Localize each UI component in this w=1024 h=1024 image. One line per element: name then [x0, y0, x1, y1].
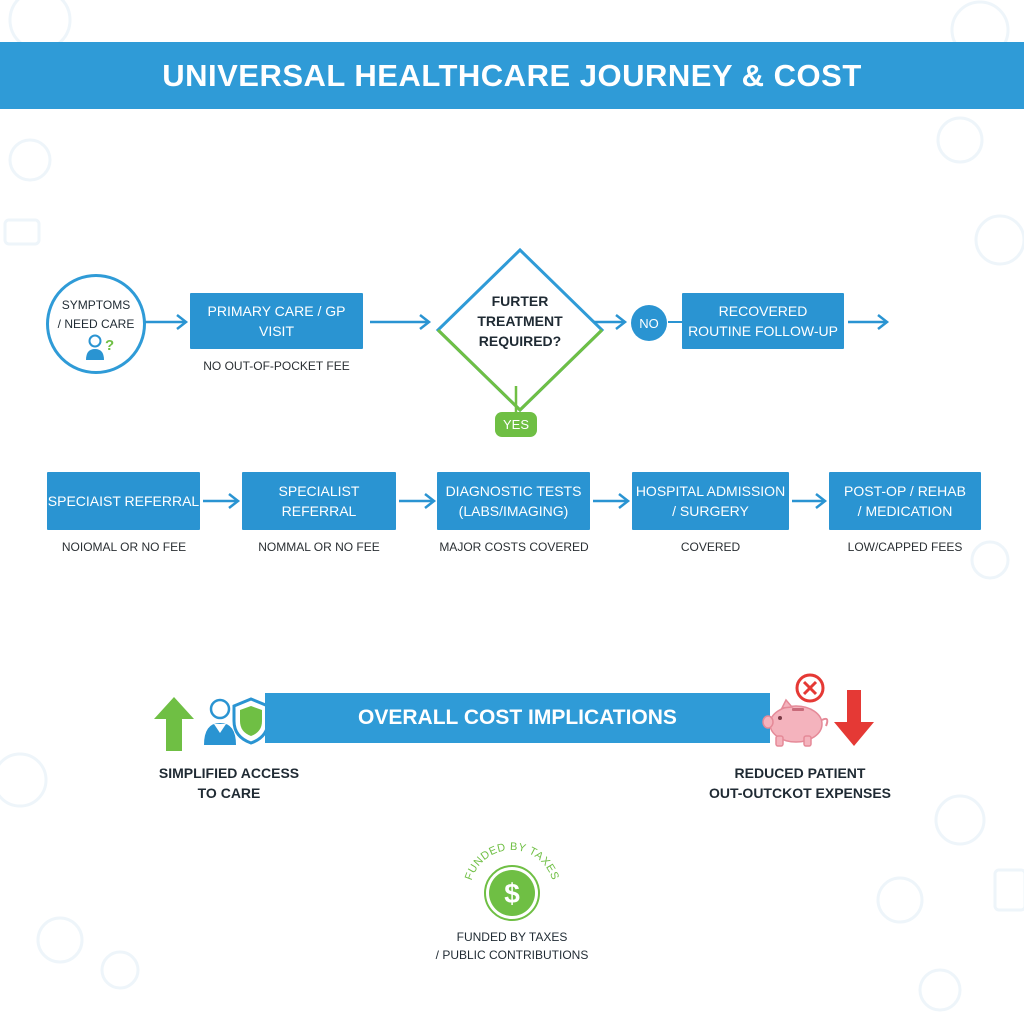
- decision-label: FURTER TREATMENT REQUIRED?: [462, 291, 578, 351]
- decision-line-3: REQUIRED?: [478, 333, 562, 349]
- svg-text:?: ?: [105, 337, 114, 354]
- arrow-recovered-out: [848, 314, 890, 330]
- arrow-start-to-gp: [145, 314, 189, 330]
- flow-step-3-line-2: (LABS/IMAGING): [458, 503, 569, 519]
- flow-step-1-line-1: SPECIAIST REFERRAL: [47, 493, 200, 509]
- piggy-bank-icon: [762, 698, 829, 747]
- recovered-line-1: RECOVERED: [718, 303, 808, 319]
- funded-by-taxes-badge: FUNDED BY TAXES $: [463, 841, 561, 921]
- start-node: [46, 274, 146, 374]
- flow-step-3-box: DIAGNOSTIC TESTS (LABS/IMAGING): [437, 472, 590, 530]
- decision-line-1: FURTER: [491, 293, 549, 309]
- reduced-expenses-line-2: OUT-OUTCKOT EXPENSES: [708, 785, 892, 801]
- flow-step-2-line-1: SPECIALIST: [278, 483, 360, 499]
- flow-step-5-box: POST-OP / REHAB / MEDICATION: [829, 472, 981, 530]
- flow-step-2-line-2: REFERRAL: [281, 503, 357, 519]
- flow-step-4-box: HOSPITAL ADMISSION / SURGERY: [632, 472, 789, 530]
- arrow-gp-to-decision: [370, 314, 432, 330]
- simplified-access-line-1: SIMPLIFIED ACCESS: [158, 765, 300, 781]
- flow-step-2-caption: NOMMAL OR NO FEE: [258, 540, 380, 554]
- reduced-expenses-line-1: REDUCED PATIENT: [734, 765, 866, 781]
- cost-implications-banner: OVERALL COST IMPLICATIONS: [265, 693, 770, 743]
- recovered-line-2: ROUTINE FOLLOW-UP: [688, 323, 838, 339]
- arrow-step-1-to-2: [203, 493, 241, 509]
- arrow-step-4-to-5: [792, 493, 828, 509]
- decision-diamond: [435, 247, 605, 413]
- flow-step-4-line-1: HOSPITAL ADMISSION: [635, 483, 786, 499]
- arrow-step-2-to-3: [399, 493, 437, 509]
- up-arrow-icon: [154, 697, 194, 751]
- flow-step-5-line-1: POST-OP / REHAB: [844, 483, 966, 499]
- cost-implications-title: OVERALL COST IMPLICATIONS: [358, 706, 677, 729]
- start-line-2: / NEED CARE: [57, 317, 135, 331]
- page-title: UNIVERSAL HEALTHCARE JOURNEY & COST: [162, 57, 862, 93]
- simplified-access-line-2: TO CARE: [197, 785, 261, 801]
- funding-caption: FUNDED BY TAXES / PUBLIC CONTRIBUTIONS: [420, 928, 604, 964]
- recovered-box: RECOVERED ROUTINE FOLLOW-UP: [682, 293, 844, 349]
- flow-step-1-caption: NOIOMAL OR NO FEE: [61, 540, 187, 554]
- flow-step-2-box: SPECIALIST REFERRAL: [242, 472, 396, 530]
- simplified-access-caption: SIMPLIFIED ACCESS TO CARE: [148, 763, 310, 803]
- down-arrow-icon: [834, 690, 874, 746]
- connector-no-to-recovered: [668, 321, 682, 323]
- reduced-expenses-caption: REDUCED PATIENT OUT-OUTCKOT EXPENSES: [700, 763, 900, 803]
- flow-step-5-caption: LOW/CAPPED FEES: [847, 540, 963, 554]
- funding-line-2: / PUBLIC CONTRIBUTIONS: [435, 948, 589, 962]
- arrow-decision-to-no: [594, 314, 628, 330]
- gp-visit-caption: NO OUT-OF-POCKET FEE: [203, 359, 350, 373]
- gp-visit-label: PRIMARY CARE / GP VISIT: [207, 303, 346, 339]
- dollar-icon: $: [504, 878, 520, 909]
- flow-step-4-caption: COVERED: [680, 540, 741, 554]
- yes-badge: YES: [495, 412, 537, 437]
- person-icon: [204, 698, 236, 745]
- start-line-1: SYMPTOMS: [61, 298, 131, 312]
- arrow-step-3-to-4: [593, 493, 631, 509]
- flow-step-3-caption: MAJOR COSTS COVERED: [439, 540, 589, 554]
- flow-step-3-line-1: DIAGNOSTIC TESTS: [445, 483, 582, 499]
- no-badge: NO: [631, 305, 667, 341]
- decision-line-2: TREATMENT: [477, 313, 563, 329]
- title-banner: UNIVERSAL HEALTHCARE JOURNEY & COST: [0, 42, 1024, 109]
- start-node-label: SYMPTOMS / NEED CARE: [46, 296, 146, 334]
- flow-step-4-line-2: / SURGERY: [672, 503, 749, 519]
- flow-step-1-box: SPECIAIST REFERRAL: [47, 472, 200, 530]
- person-question-icon: ?: [86, 334, 114, 360]
- funding-line-1: FUNDED BY TAXES: [456, 930, 568, 944]
- gp-visit-box: PRIMARY CARE / GP VISIT: [190, 293, 363, 349]
- cancel-icon: [795, 673, 825, 703]
- connector-decision-to-yes: [514, 386, 518, 412]
- flow-step-5-line-2: / MEDICATION: [857, 503, 953, 519]
